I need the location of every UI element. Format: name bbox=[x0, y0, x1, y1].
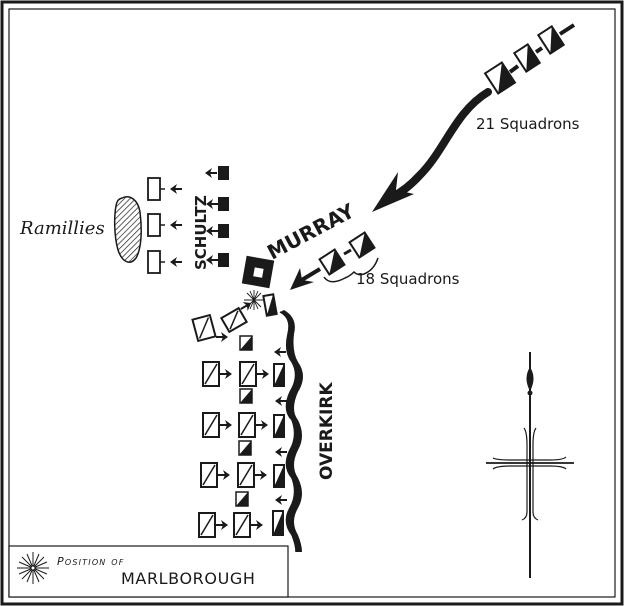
label-21-squadrons: 21 Squadrons bbox=[476, 115, 580, 133]
label-18-squadrons: 18 Squadrons bbox=[356, 270, 460, 288]
murray-square bbox=[241, 255, 275, 289]
cavalry-advance-arrow bbox=[372, 88, 492, 212]
label-ramillies: Ramillies bbox=[19, 218, 105, 239]
label-schultz: SCHULTZ bbox=[192, 195, 210, 270]
legend-line-2: MARLBOROUGH bbox=[121, 569, 256, 588]
label-overkirk: OVERKIRK bbox=[317, 382, 337, 480]
legend-box: Position of MARLBOROUGH bbox=[8, 545, 289, 598]
marlborough-position-marker bbox=[244, 290, 264, 310]
overkirk-front-line bbox=[279, 310, 303, 553]
north-arrow-icon bbox=[486, 352, 574, 578]
squadrons-21-column bbox=[483, 23, 576, 95]
ramillies-village bbox=[113, 196, 142, 263]
legend-line-1: Position of bbox=[57, 555, 125, 568]
starburst-icon bbox=[17, 552, 49, 584]
squadrons-18-group bbox=[290, 231, 379, 290]
inner-frame bbox=[8, 8, 616, 598]
overkirk-units bbox=[191, 293, 288, 538]
schultz-infantry bbox=[147, 166, 229, 274]
